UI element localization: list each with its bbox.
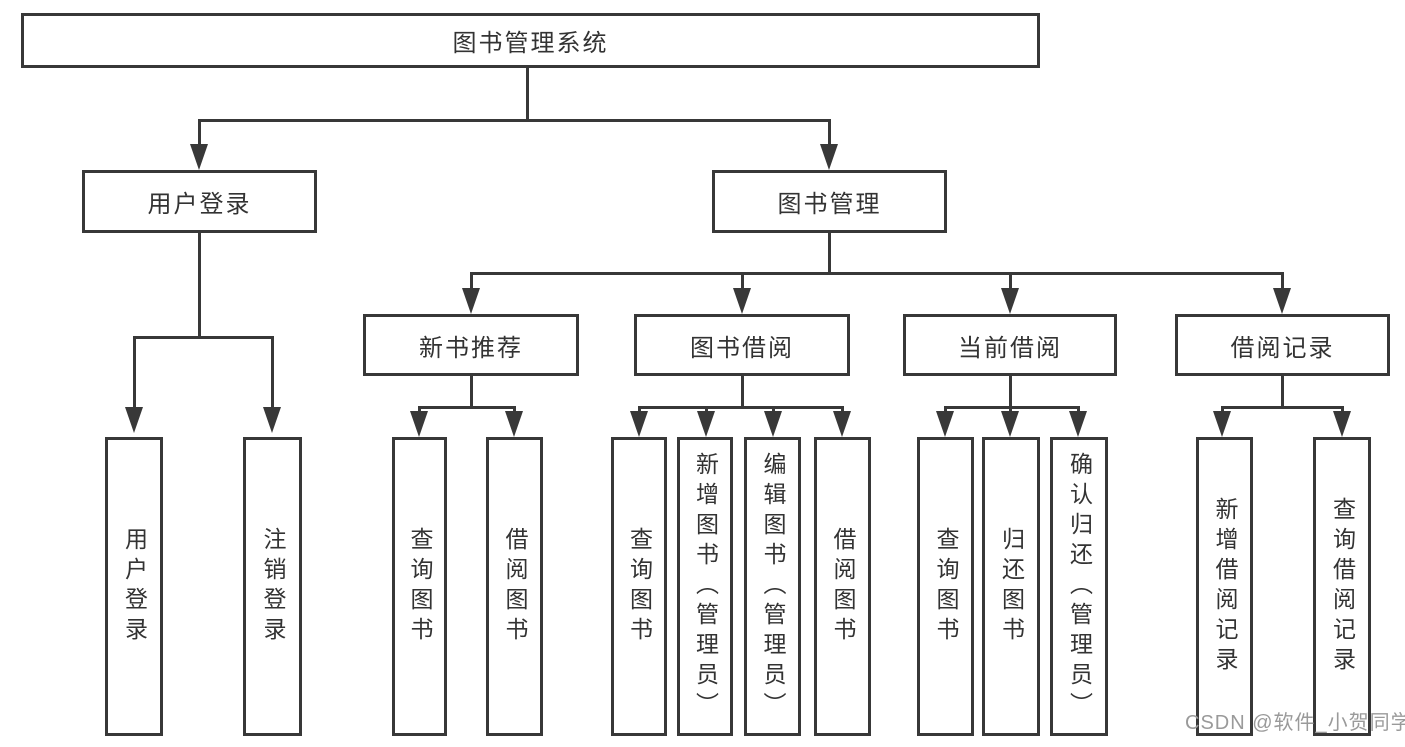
- leaf-borrow-book-a-label: 借阅图书: [502, 526, 528, 647]
- leaf-query-book-c: 查询图书: [917, 437, 974, 736]
- connector-drop-add-record: [1221, 406, 1224, 412]
- connector-drop-book-management: [828, 119, 831, 144]
- connector-current-borrow-split: [944, 406, 1080, 409]
- leaf-logout: 注销登录: [243, 437, 302, 736]
- arrowhead-confirm-return-icon: [1069, 411, 1087, 437]
- arrowhead-leaf-logout-icon: [263, 407, 281, 433]
- connector-drop-book-borrow: [741, 272, 744, 288]
- leaf-query-book-b: 查询图书: [611, 437, 667, 736]
- arrowhead-current-borrow-icon: [1001, 288, 1019, 314]
- arrowhead-new-book-recommend-icon: [462, 288, 480, 314]
- arrowhead-book-borrow-icon: [733, 288, 751, 314]
- leaf-query-borrow-record: 查询借阅记录: [1313, 437, 1371, 736]
- leaf-return-book: 归还图书: [982, 437, 1040, 736]
- node-borrow-records: 借阅记录: [1175, 314, 1390, 376]
- leaf-return-book-label: 归还图书: [998, 526, 1025, 647]
- connector-drop-borrow-records: [1281, 272, 1284, 288]
- node-book-management: 图书管理: [712, 170, 947, 233]
- leaf-confirm-return-admin: 确认归还（管理员）: [1050, 437, 1108, 736]
- arrowhead-borrow-book-b-icon: [833, 411, 851, 437]
- connector-drop-leaf-logout: [271, 336, 274, 407]
- connector-root-stem: [526, 66, 529, 119]
- connector-drop-new-book-recommend: [470, 272, 473, 288]
- leaf-user-login-label: 用户登录: [121, 526, 148, 647]
- leaf-query-borrow-record-label: 查询借阅记录: [1329, 496, 1356, 677]
- connector-user-login-stem: [198, 233, 201, 336]
- connector-drop-query-book-b: [638, 406, 641, 412]
- leaf-logout-label: 注销登录: [260, 526, 286, 647]
- connector-borrow-records-stem: [1281, 376, 1284, 406]
- leaf-query-book-c-label: 查询图书: [933, 526, 959, 647]
- connector-drop-confirm-return: [1077, 406, 1080, 412]
- node-book-borrow: 图书借阅: [634, 314, 850, 376]
- leaf-query-book-b-label: 查询图书: [626, 526, 653, 647]
- leaf-borrow-book-b-label: 借阅图书: [830, 526, 856, 647]
- connector-drop-borrow-book-a: [513, 406, 516, 412]
- leaf-confirm-return-admin-label: 确认归还（管理员）: [1066, 451, 1093, 722]
- connector-level3-split: [470, 272, 1284, 275]
- connector-drop-return-book: [1009, 406, 1012, 412]
- connector-drop-user-login: [198, 119, 201, 144]
- leaf-add-borrow-record-label: 新增借阅记录: [1212, 496, 1238, 677]
- arrowhead-borrow-book-a-icon: [505, 411, 523, 437]
- leaf-add-book-admin: 新增图书（管理员）: [677, 437, 733, 736]
- connector-book-management-stem: [828, 233, 831, 272]
- arrowhead-query-record-icon: [1333, 411, 1351, 437]
- connector-user-login-split: [133, 336, 274, 339]
- node-current-borrow: 当前借阅: [903, 314, 1117, 376]
- arrowhead-borrow-records-icon: [1273, 288, 1291, 314]
- connector-drop-current-borrow: [1009, 272, 1012, 288]
- arrowhead-query-book-a-icon: [410, 411, 428, 437]
- arrowhead-add-book-icon: [697, 411, 715, 437]
- arrowhead-query-book-b-icon: [630, 411, 648, 437]
- arrowhead-user-login-icon: [190, 144, 208, 170]
- leaf-borrow-book-b: 借阅图书: [814, 437, 871, 736]
- leaf-user-login: 用户登录: [105, 437, 163, 736]
- leaf-query-book-a: 查询图书: [392, 437, 447, 736]
- connector-book-borrow-split: [638, 406, 843, 409]
- connector-borrow-records-split: [1221, 406, 1344, 409]
- connector-book-borrow-stem: [741, 376, 744, 406]
- leaf-edit-book-admin-label: 编辑图书（管理员）: [760, 451, 786, 722]
- connector-drop-borrow-book-b: [841, 406, 844, 412]
- connector-drop-query-book-a: [418, 406, 421, 412]
- arrowhead-edit-book-icon: [764, 411, 782, 437]
- leaf-add-book-admin-label: 新增图书（管理员）: [692, 451, 719, 722]
- node-new-book-recommend: 新书推荐: [363, 314, 579, 376]
- connector-new-book-recommend-stem: [470, 376, 473, 406]
- leaf-edit-book-admin: 编辑图书（管理员）: [744, 437, 801, 736]
- connector-drop-query-book-c: [944, 406, 947, 412]
- arrowhead-book-management-icon: [820, 144, 838, 170]
- leaf-borrow-book-a: 借阅图书: [486, 437, 543, 736]
- arrowhead-add-record-icon: [1213, 411, 1231, 437]
- node-user-login: 用户登录: [82, 170, 317, 233]
- leaf-query-book-a-label: 查询图书: [407, 526, 433, 647]
- connector-drop-add-book: [705, 406, 708, 412]
- arrowhead-leaf-user-login-icon: [125, 407, 143, 433]
- connector-level2-split: [198, 119, 831, 122]
- arrowhead-query-book-c-icon: [936, 411, 954, 437]
- connector-new-book-recommend-split: [418, 406, 516, 409]
- watermark: CSDN @软件_小贺同学: [1185, 712, 1405, 734]
- arrowhead-return-book-icon: [1001, 411, 1019, 437]
- connector-drop-query-record: [1341, 406, 1344, 412]
- connector-current-borrow-stem: [1009, 376, 1012, 406]
- connector-drop-edit-book: [772, 406, 775, 412]
- leaf-add-borrow-record: 新增借阅记录: [1196, 437, 1253, 736]
- node-root: 图书管理系统: [21, 13, 1040, 68]
- connector-drop-leaf-user-login: [133, 336, 136, 407]
